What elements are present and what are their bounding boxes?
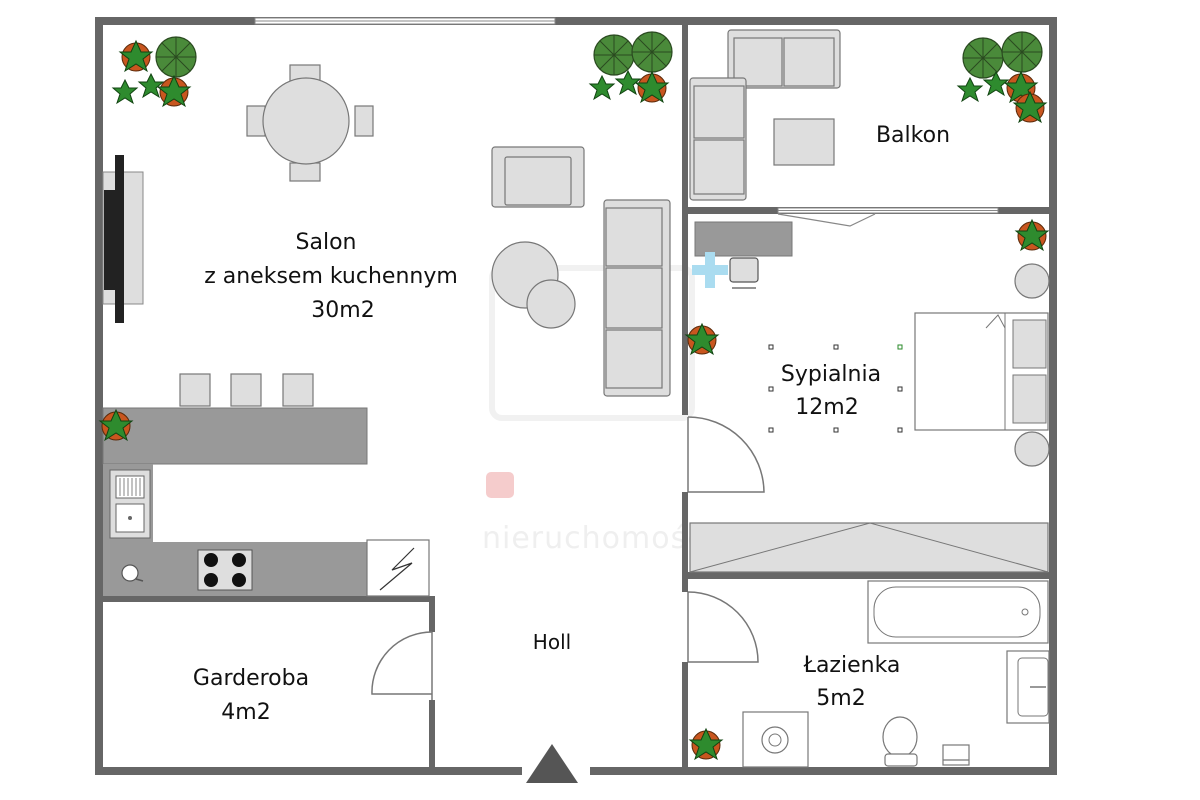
room-label-lazienka-area: 5m2 — [816, 686, 865, 711]
window-balkon — [777, 207, 999, 214]
wall-bottom-left — [95, 767, 522, 775]
wall-bottom-right — [590, 767, 1057, 775]
dining-table — [246, 64, 374, 182]
cooktop — [197, 549, 253, 591]
watermark: nieruchomości — [482, 265, 714, 556]
door-sypialnia — [687, 416, 765, 493]
room-label-balkon: Balkon — [876, 123, 950, 148]
room-label-lazienka-name: Łazienka — [803, 653, 901, 678]
door-lazienka — [687, 591, 759, 663]
armchair — [491, 146, 585, 208]
window-top — [254, 17, 556, 25]
balkon-door-leaf — [777, 213, 876, 227]
wall-interior-vertical-upper — [682, 17, 688, 415]
washing-machine — [742, 711, 809, 768]
plant-lazienka — [689, 728, 723, 760]
wall-garderoba-right-lower — [429, 700, 435, 775]
selection-handles — [768, 344, 903, 433]
room-label-garderoba-area: 4m2 — [221, 700, 270, 725]
sofa — [603, 199, 671, 397]
washbasin — [1006, 650, 1050, 724]
wall-garderoba-right-upper — [429, 596, 435, 632]
room-label-holl: Holl — [533, 630, 571, 654]
room-label-garderoba-name: Garderoba — [193, 666, 309, 691]
entrance-arrow-icon — [526, 744, 578, 783]
plant-decor-balkon — [957, 31, 1047, 123]
bar-stools — [179, 373, 314, 407]
desk-chair — [729, 257, 759, 289]
tv-unit — [102, 155, 144, 323]
toilet — [882, 716, 918, 767]
wardrobe — [689, 522, 1049, 573]
kitchen-island — [102, 407, 368, 465]
bin — [942, 744, 970, 766]
watermark-text: nieruchomości — [482, 521, 714, 556]
wall-top — [95, 17, 1057, 25]
bathtub — [867, 580, 1049, 644]
watermark-accent-square — [486, 472, 514, 498]
room-label-salon-name: Salon — [296, 230, 357, 255]
wall-interior-vertical-lower — [682, 662, 688, 775]
cursor-plus-icon — [692, 252, 728, 288]
kitchen-tap-icon — [121, 564, 144, 582]
room-label-sypialnia-name: Sypialnia — [781, 362, 881, 387]
plant-sypialnia — [1015, 219, 1049, 251]
room-label-salon-subtitle: z aneksem kuchennym — [204, 264, 458, 289]
fridge — [366, 539, 430, 597]
room-label-sypialnia-area: 12m2 — [795, 395, 858, 420]
wall-garderoba-top — [95, 596, 435, 602]
sink — [109, 469, 151, 539]
wall-sypialnia-lazienka — [682, 572, 1057, 579]
wall-left — [95, 17, 103, 775]
wall-right — [1049, 17, 1057, 775]
balkon-lounge — [689, 29, 841, 201]
door-garderoba — [371, 631, 433, 700]
room-label-salon-area: 30m2 — [311, 298, 374, 323]
desk — [694, 221, 793, 257]
wall-interior-vertical-middle — [682, 492, 688, 592]
bed — [914, 312, 1049, 431]
nightstands — [1014, 263, 1050, 467]
coffee-tables — [491, 241, 576, 329]
